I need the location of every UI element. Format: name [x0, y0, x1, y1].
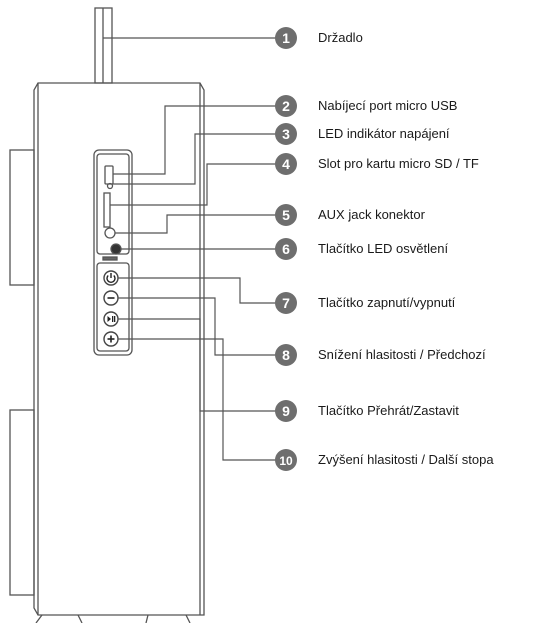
callout-label-1: Držadlo	[318, 30, 363, 45]
callout-number-1: 1	[282, 30, 290, 46]
leader-8	[118, 297, 282, 356]
callout-label-8: Snížení hlasitosti / Předchozí	[318, 347, 486, 362]
leader-3	[113, 133, 282, 185]
leader-10	[118, 338, 282, 461]
foot-right	[145, 614, 191, 623]
side-panel-upper	[9, 149, 35, 286]
callout-badge-9	[275, 400, 297, 422]
led-light-button	[110, 243, 122, 255]
callout-badge-7	[275, 292, 297, 314]
callout-label-2: Nabíjecí port micro USB	[318, 98, 458, 113]
callout-label-10: Zvýšení hlasitosti / Další stopa	[318, 452, 494, 467]
leader-4	[110, 163, 282, 206]
callout-badge-10	[275, 449, 297, 471]
callout-badge-3	[275, 123, 297, 145]
play-pause-icon	[107, 316, 116, 322]
callout-label-7: Tlačítko zapnutí/vypnutí	[318, 295, 456, 310]
callout-number-4: 4	[282, 156, 290, 172]
callout-number-3: 3	[282, 126, 290, 142]
callout-label-6: Tlačítko LED osvětlení	[318, 241, 449, 256]
callout-number-9: 9	[282, 403, 290, 419]
foot-left	[35, 614, 83, 623]
callout-badge-2	[275, 95, 297, 117]
plus-icon	[107, 335, 115, 343]
power-icon	[106, 273, 116, 284]
callout-label-4: Slot pro kartu micro SD / TF	[318, 156, 479, 171]
callout-number-5: 5	[282, 207, 290, 223]
callout-number-2: 2	[282, 98, 290, 114]
callout-badge-4	[275, 153, 297, 175]
callout-number-8: 8	[282, 347, 290, 363]
callout-number-10: 10	[279, 454, 293, 468]
leader-2	[113, 105, 282, 175]
control-panel	[93, 149, 133, 356]
callout-badge-1	[275, 27, 297, 49]
usb-port	[104, 165, 114, 185]
callout-label-5: AUX jack konektor	[318, 207, 425, 222]
callout-badge-5	[275, 204, 297, 226]
leader-5	[115, 214, 282, 234]
callout-label-9: Tlačítko Přehrát/Zastavit	[318, 403, 459, 418]
callout-badge-6	[275, 238, 297, 260]
speaker-body	[33, 82, 205, 616]
sd-slot	[103, 192, 111, 228]
callout-badge-8	[275, 344, 297, 366]
callout-number-7: 7	[282, 295, 290, 311]
callout-number-6: 6	[282, 241, 290, 257]
side-panel-lower	[9, 409, 35, 596]
callout-label-3: LED indikátor napájení	[318, 126, 450, 141]
leader-7	[118, 277, 282, 304]
led-indicator	[106, 182, 114, 190]
port-panel	[96, 153, 130, 255]
button-panel	[96, 262, 130, 352]
aux-jack	[104, 227, 116, 239]
leader-9	[118, 318, 282, 412]
